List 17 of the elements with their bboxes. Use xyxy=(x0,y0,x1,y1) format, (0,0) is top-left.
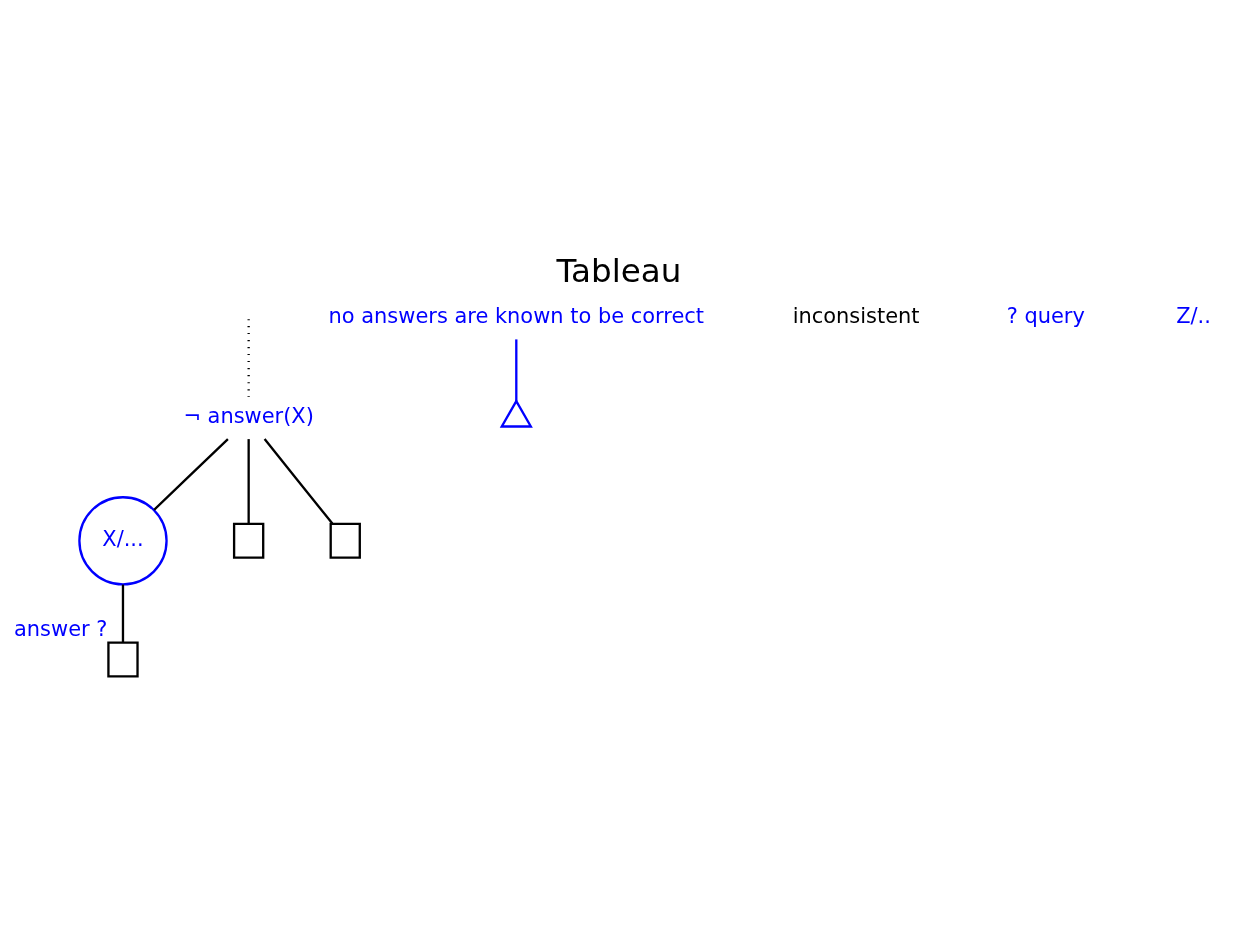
node-box xyxy=(107,641,139,678)
node-text: ¬ answer(X) xyxy=(183,404,314,429)
label: ? query xyxy=(1006,304,1085,329)
connector xyxy=(515,339,518,402)
label: Z/.. xyxy=(1176,304,1211,329)
node-text: no answers are known to be correct xyxy=(328,304,705,329)
node-box xyxy=(232,522,265,559)
connector xyxy=(247,439,250,524)
node-circle: X/... xyxy=(78,496,168,586)
label: inconsistent xyxy=(792,304,920,329)
connector xyxy=(153,438,229,511)
node-triangle xyxy=(499,398,533,428)
node-label: answer ? xyxy=(14,617,108,642)
connector xyxy=(263,438,334,525)
connector xyxy=(121,584,125,643)
diagram-title: Tableau xyxy=(556,252,682,291)
node-box xyxy=(329,522,361,559)
